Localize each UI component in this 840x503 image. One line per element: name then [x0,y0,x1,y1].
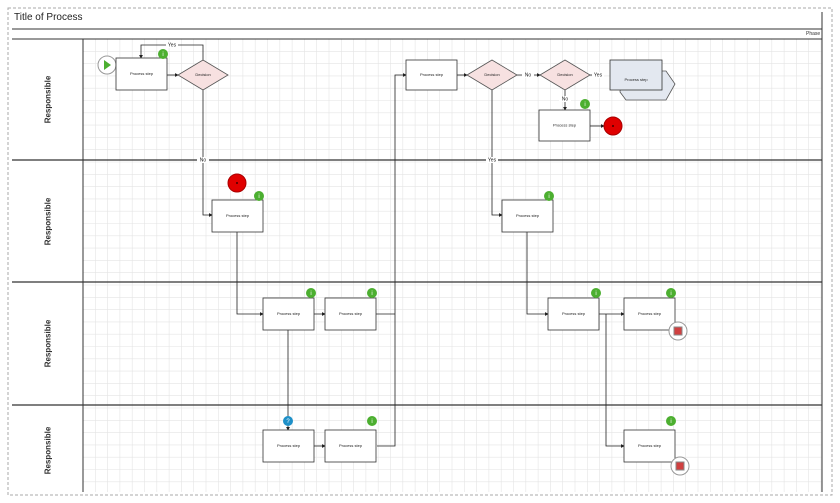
process-step-rect [623,429,676,463]
process-step-box: Process step [324,297,377,331]
info-icon [158,49,168,59]
process-step-label: Process step [638,443,662,448]
process-step-box: Process step [262,297,315,331]
multi-document-front [609,59,663,91]
process-step-rect [623,297,676,331]
phase-label: Phase [806,31,821,37]
process-step-box: Process step [115,57,168,91]
process-step-label: Process step [339,311,363,316]
process-step-rect [211,199,264,233]
info-icon [591,288,601,298]
connector [236,232,264,316]
decision-label: Decision [195,72,210,77]
process-step-label: Process step [226,213,250,218]
connector-label: No [525,72,532,78]
process-step-box: Process step [623,297,676,331]
decision-diamond [466,59,518,91]
label-bg [592,72,604,78]
process-step-rect [262,429,315,463]
process-step-label: Process step [277,311,301,316]
info-icon-glyph: i [584,102,585,108]
process-step-box: Process step [324,429,377,463]
connector-label: Yes [168,42,177,48]
process-step-box: Process step [501,199,554,233]
process-step-rect [115,57,168,91]
process-step-box: Process step [262,429,315,463]
connector-label: Yes [594,72,603,78]
outer-border [7,7,833,496]
connector [491,90,503,217]
info-icon-glyph: i [371,291,372,297]
info-icon-glyph: i [371,419,372,425]
process-step-rect [262,297,315,331]
info-icon [544,191,554,201]
info-icon [367,416,377,426]
info-icon-glyph: i [670,291,671,297]
terminate-square [675,461,685,471]
label-bg [486,157,498,163]
decision-diamond [539,59,591,91]
info-icon-glyph: i [595,291,596,297]
end-event-dot [236,182,238,184]
connector-label: Yes [488,157,497,163]
play-icon [104,60,111,70]
process-step-box: Process step [538,109,591,142]
connector [526,232,549,316]
process-step-label: Process step [420,72,444,77]
info-icon [580,99,590,109]
process-step-rect [547,297,600,331]
process-step-label: Process step [553,123,577,128]
info-icon-glyph: i [162,52,163,58]
process-step-box: Process step [547,297,600,331]
process-step-label: Process step [562,311,586,316]
process-step-label: Process step [130,71,154,76]
process-step-rect [538,109,591,142]
info-icon-glyph: i [548,194,549,200]
decision-label: Decision [557,72,572,77]
process-step-rect [324,297,377,331]
decision-diamond [177,59,229,91]
process-step-box: Process step [623,429,676,463]
process-step-box: Process step [405,59,458,91]
info-icon [666,416,676,426]
process-step-label: Process step [516,213,540,218]
info-icon [367,288,377,298]
process-step-label: Process step [624,77,648,82]
info-icon [666,288,676,298]
process-step-label: Process step [339,443,363,448]
connector [377,73,407,447]
help-icon-glyph: ? [286,419,290,425]
process-step-rect [405,59,458,91]
connector-label: No [200,157,207,163]
info-icon-glyph: i [670,419,671,425]
info-icon [254,191,264,201]
label-bg [559,96,571,102]
process-step-box: Process step [211,199,264,233]
connector-label: No [562,96,569,102]
diagram-title: Title of Process [14,12,83,23]
info-icon-glyph: i [258,194,259,200]
connector [202,90,213,217]
end-event-dot [612,125,614,127]
process-step-label: Process step [277,443,301,448]
terminate-square [673,326,683,336]
info-icon [306,288,316,298]
connector [605,314,625,448]
label-bg [522,72,534,78]
process-step-label: Process step [638,311,662,316]
label-bg [166,42,178,48]
process-step-rect [501,199,554,233]
help-icon [283,416,293,426]
process-step-rect [324,429,377,463]
info-icon-glyph: i [310,291,311,297]
decision-label: Decision [484,72,499,77]
label-bg [197,157,209,163]
